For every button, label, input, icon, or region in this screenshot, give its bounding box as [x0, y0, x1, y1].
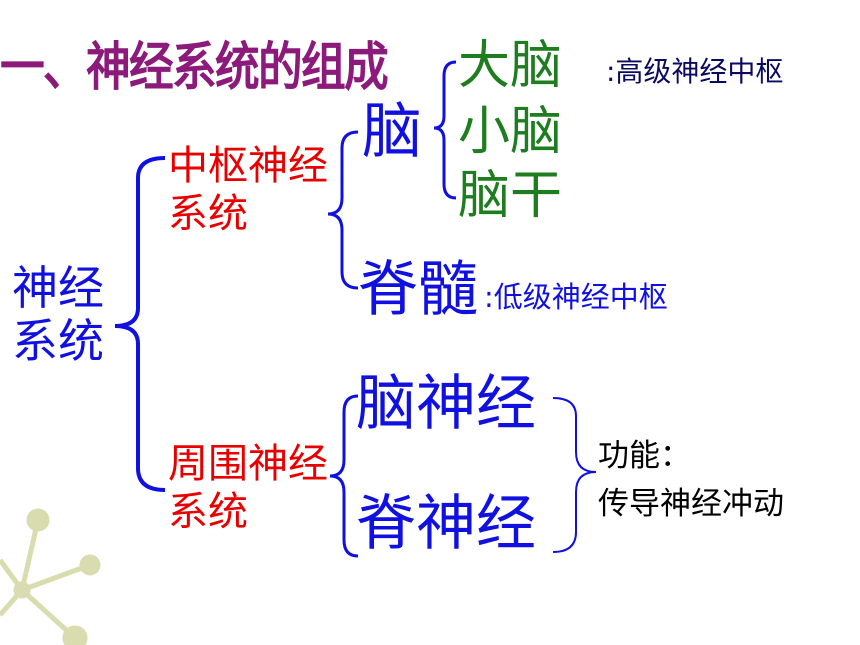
peripheral-nervous-system-label: 周围神经系统 [168, 441, 328, 535]
brain-part-cerebellum: 小脑 [458, 102, 563, 162]
cranial-nerves-label: 脑神经 [356, 369, 536, 439]
brain-part-brainstem: 脑干 [458, 166, 563, 226]
function-text: 传导神经冲动 [598, 486, 784, 522]
function-label: 功能： [598, 438, 691, 474]
spinal-nerves-label: 脊神经 [356, 489, 536, 559]
brain-note: :高级神经中枢 [606, 55, 784, 88]
brain-part-cerebrum: 大脑 [458, 36, 563, 96]
page-title: 一、神经系统的组成 [0, 38, 389, 98]
central-bracket [327, 130, 359, 290]
brain-bracket [433, 60, 457, 200]
root-bracket [114, 156, 166, 492]
peripheral-bracket [329, 394, 359, 558]
brain-label: 脑 [362, 97, 422, 167]
central-nervous-system-label: 中枢神经系统 [168, 143, 328, 237]
function-brace [552, 397, 597, 553]
spinal-cord-note: :低级神经中枢 [484, 280, 668, 314]
spinal-cord-label: 脊髓 [358, 255, 478, 325]
root-node: 神经系统 [12, 261, 104, 368]
